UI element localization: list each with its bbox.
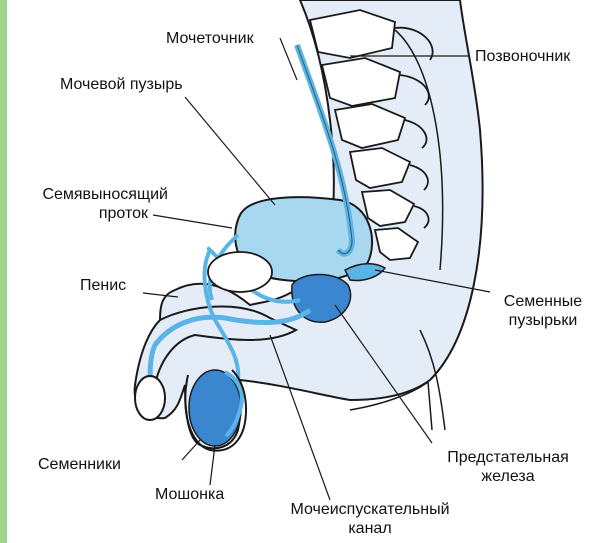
label-bladder: Мочевой пузырь bbox=[60, 75, 183, 94]
label-urethra-line2: канал bbox=[265, 519, 475, 538]
label-testes: Семенники bbox=[38, 455, 121, 474]
label-seminal-line2: пузырьки bbox=[484, 311, 602, 330]
label-prostate-line1: Предстательная bbox=[428, 448, 588, 467]
glans bbox=[135, 376, 165, 420]
label-urethra-line1: Мочеиспускательный bbox=[265, 500, 475, 519]
label-scrotum: Мошонка bbox=[155, 485, 224, 504]
label-vas-deferens-line1: Семявыносящий bbox=[6, 185, 168, 204]
label-urethra: Мочеиспускательный канал bbox=[265, 500, 475, 538]
testis bbox=[189, 370, 241, 446]
label-spine: Позвоночник bbox=[475, 47, 570, 66]
pubic-bone bbox=[208, 252, 272, 292]
label-vas-deferens: Семявыносящий проток bbox=[6, 185, 168, 223]
label-ureter: Мочеточник bbox=[166, 29, 254, 48]
label-seminal-line1: Семенные bbox=[484, 292, 602, 311]
label-vas-deferens-line2: проток bbox=[6, 204, 148, 223]
label-prostate-line2: железа bbox=[428, 467, 588, 486]
label-prostate: Предстательная железа bbox=[428, 448, 588, 486]
label-penis: Пенис bbox=[80, 276, 126, 295]
label-seminal-vesicles: Семенные пузырьки bbox=[484, 292, 602, 330]
